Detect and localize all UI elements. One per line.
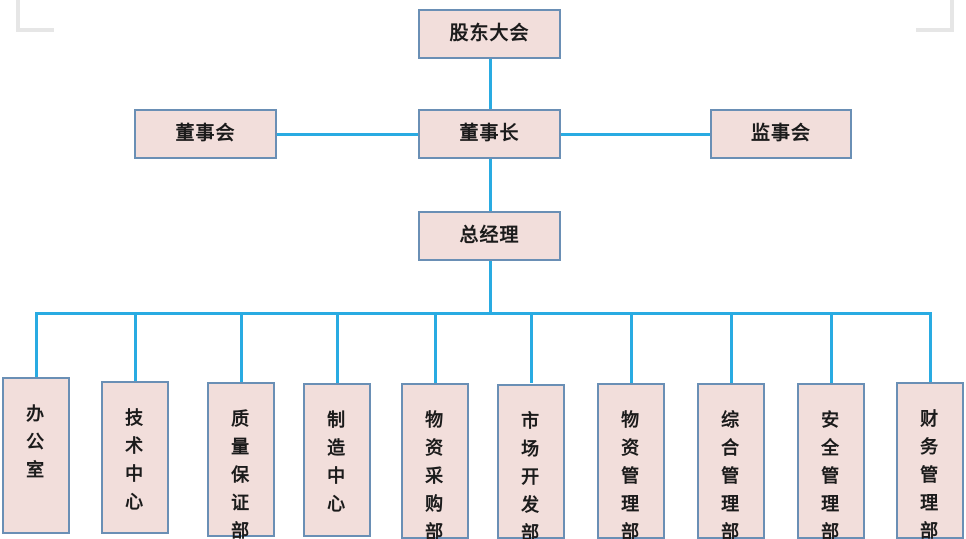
node-label: 物资管理部 (621, 410, 642, 539)
connector-chairman-to-supervisors (560, 133, 712, 136)
node-label: 总经理 (459, 224, 520, 246)
node-department-materials-management[interactable]: 物资管理部 (597, 383, 665, 539)
connector-drop-department-9 (830, 312, 833, 383)
node-label: 安全管理部 (821, 410, 842, 539)
node-board-of-directors[interactable]: 董事会 (134, 109, 277, 159)
node-department-financial-management[interactable]: 财务管理部 (896, 382, 964, 539)
node-department-safety-management[interactable]: 安全管理部 (797, 383, 865, 539)
node-label: 技术中心 (125, 408, 146, 512)
node-department-office[interactable]: 办公室 (2, 377, 70, 534)
node-label: 综合管理部 (721, 410, 742, 539)
connector-board-to-chairman (275, 133, 420, 136)
node-label: 市场开发部 (521, 411, 542, 539)
connector-drop-department-2 (134, 312, 137, 382)
node-department-quality-assurance[interactable]: 质量保证部 (207, 382, 275, 539)
crop-mark-top-left (16, 0, 54, 32)
node-label: 董事会 (175, 122, 236, 144)
node-label: 股东大会 (449, 22, 530, 44)
node-department-materials-procurement[interactable]: 物资采购部 (401, 383, 469, 539)
node-label: 监事会 (750, 122, 811, 144)
node-label: 物资采购部 (425, 410, 446, 539)
node-label: 财务管理部 (920, 409, 941, 539)
node-general-manager[interactable]: 总经理 (418, 211, 561, 261)
node-department-manufacturing-center[interactable]: 制造中心 (303, 383, 371, 537)
node-department-market-development[interactable]: 市场开发部 (497, 384, 565, 539)
connector-drop-department-10 (929, 312, 932, 383)
connector-drop-department-3 (240, 312, 243, 383)
node-shareholders-meeting[interactable]: 股东大会 (418, 9, 561, 59)
node-chairman[interactable]: 董事长 (418, 109, 561, 159)
node-department-technology-center[interactable]: 技术中心 (101, 381, 169, 534)
connector-drop-department-8 (730, 312, 733, 383)
node-department-comprehensive-management[interactable]: 综合管理部 (697, 383, 765, 539)
connector-drop-department-5 (434, 312, 437, 383)
connector-drop-department-1 (35, 312, 38, 378)
node-label: 董事长 (459, 122, 520, 144)
connector-department-bus (35, 312, 932, 315)
connector-chairman-to-general-manager (489, 159, 492, 211)
node-label: 质量保证部 (231, 409, 252, 539)
node-label: 办公室 (26, 404, 47, 480)
connector-drop-department-6 (530, 312, 533, 383)
connector-general-manager-to-bus (489, 260, 492, 314)
connector-shareholders-to-chairman (489, 58, 492, 109)
crop-mark-top-right (916, 0, 954, 32)
node-label: 制造中心 (327, 410, 348, 514)
connector-drop-department-4 (336, 312, 339, 383)
connector-drop-department-7 (630, 312, 633, 383)
node-board-of-supervisors[interactable]: 监事会 (710, 109, 852, 159)
